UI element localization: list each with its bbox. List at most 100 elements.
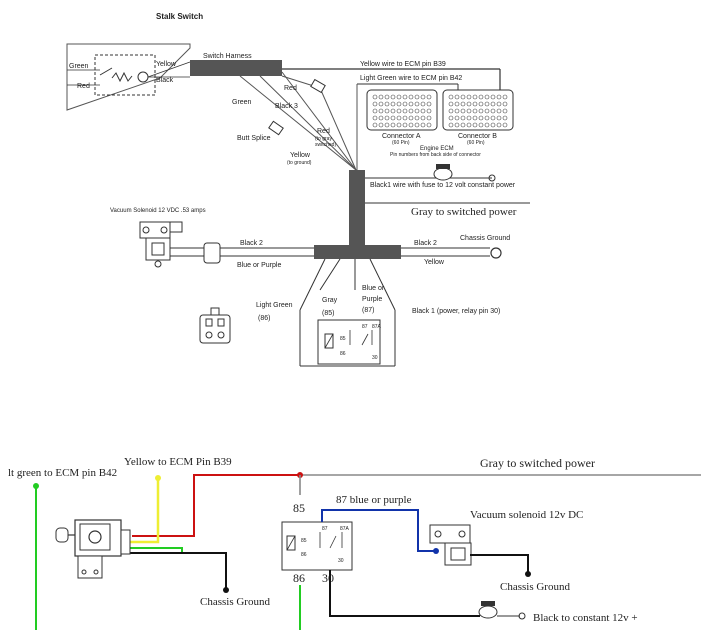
butt-splice-connector	[268, 120, 284, 136]
relay-mini-86: 86	[301, 552, 307, 558]
ground-dot-right	[525, 571, 531, 577]
black2-left-label: Black 2	[240, 240, 263, 247]
light-green-label: Light Green	[256, 302, 293, 309]
lt-green-label: lt green to ECM pin B42	[8, 467, 117, 479]
black1-relay-wire	[369, 258, 396, 311]
yellow-ecm-label: Yellow wire to ECM pin B39	[360, 61, 446, 68]
relay-85-label-lower: 85	[293, 501, 305, 515]
upper-harness-diagram: Stalk Switch Yellow Green Red Black Swit…	[66, 12, 530, 367]
stalk-yellow-label: Yellow	[156, 61, 177, 68]
blue-purple-label-lower: 87 blue or purple	[336, 494, 412, 506]
relay-85-label: 85	[340, 336, 346, 342]
pin-note-label: Pin numbers from back side of connector	[390, 152, 481, 158]
connector-b-label: Connector B	[458, 133, 497, 140]
vacuum-solenoid-lower-icon	[429, 524, 472, 566]
vacuum-solenoid-label: Vacuum Solenoid 12 VDC .53 amps	[110, 208, 206, 214]
green-wire-lower	[130, 547, 183, 553]
red-label: Red	[284, 85, 297, 92]
chassis-ground-label: Chassis Ground	[460, 235, 510, 242]
chassis-ground-right-label: Chassis Ground	[500, 581, 570, 593]
butt-splice-label: Butt Splice	[237, 135, 271, 142]
chassis-ground-left-label: Chassis Ground	[200, 596, 270, 608]
relay-30-label-lower: 30	[322, 571, 334, 585]
blue-purple-label: Blue or Purple	[237, 262, 281, 269]
stalk-green-label: Green	[69, 63, 89, 70]
relay-mini-85: 85	[301, 538, 307, 544]
black2-right-label: Black 2	[414, 240, 437, 247]
gray-switched-label: Gray to switched power	[411, 206, 517, 218]
connector-a-label: Connector A	[382, 133, 421, 140]
gray-relay-wire	[319, 258, 341, 291]
yellow-ground-label: Yellow	[290, 152, 311, 159]
purple-label: Purple	[362, 296, 382, 303]
connector-a-pins: (60 Pin)	[392, 140, 410, 146]
yellow-label: Yellow	[424, 259, 445, 266]
yellow-wire-lower	[130, 480, 160, 544]
relay-lower-icon	[281, 521, 353, 571]
relay-upper-icon	[317, 319, 381, 365]
lower-schematic: Gray to switched power Yellow to ECM Pin…	[8, 456, 701, 630]
ground-dot-left	[223, 587, 229, 593]
relay-87-label: 87	[362, 324, 368, 330]
chassis-ground-ring	[490, 247, 502, 259]
blue-87-wire	[321, 509, 435, 552]
switch-harness-bar	[190, 60, 282, 76]
switch-harness-label: Switch Harness	[203, 53, 252, 60]
black3-label: Black 3	[275, 103, 298, 110]
red-gray-note-2: switched)	[315, 142, 336, 148]
lightgreen-relay-wire	[299, 258, 326, 311]
relay-87a-label: 87A	[372, 324, 382, 330]
stalk-switch-icon	[66, 43, 191, 111]
engine-ecm-label: Engine ECM	[420, 146, 454, 152]
yellow-ecm-label-lower: Yellow to ECM Pin B39	[124, 456, 232, 468]
lt-green-end-dot	[33, 483, 39, 489]
gray-label: Gray	[322, 297, 338, 304]
black-ground-right-wire	[470, 554, 529, 574]
vacuum-solenoid-icon	[139, 221, 183, 268]
lightgreen-ecm-label: Light Green wire to ECM pin B42	[360, 75, 462, 82]
relay-86-label: 86	[340, 351, 346, 357]
red-wire-lower	[132, 474, 300, 537]
black3-wire	[239, 75, 357, 171]
gray-pin: (85)	[322, 310, 334, 317]
solenoid-connector-plug	[203, 242, 221, 264]
stalk-switch-device-icon	[55, 519, 131, 579]
purple-pin: (87)	[362, 307, 374, 314]
relay-mini-87: 87	[322, 526, 328, 532]
stalk-red-label: Red	[77, 83, 90, 90]
ecm-connector-b	[442, 89, 514, 131]
connector-b-pins: (60 Pin)	[467, 140, 485, 146]
red-wire	[281, 71, 357, 171]
main-harness-trunk	[349, 170, 365, 248]
blue-end-dot	[433, 548, 439, 554]
inline-fuse-icon	[433, 164, 496, 182]
blue-or-label: Blue or	[362, 285, 385, 292]
black1-fuse-label: Black1 wire with fuse to 12 volt constan…	[370, 182, 516, 189]
gray-power-label: Gray to switched power	[480, 456, 595, 470]
red-gray-label: Red	[317, 128, 330, 135]
black-constant-wire	[329, 570, 480, 617]
relay-mini-87a: 87A	[340, 526, 350, 532]
green-label: Green	[232, 99, 252, 106]
vacuum-solenoid-label-lower: Vacuum solenoid 12v DC	[470, 509, 583, 521]
inline-fuse-holder	[310, 78, 326, 94]
ecm-connector-a	[366, 89, 438, 131]
black-constant-label: Black to constant 12v +	[533, 612, 638, 624]
lower-harness-bar	[314, 245, 401, 259]
yellow-ground-note: (to ground)	[287, 160, 312, 166]
relay-86-label-lower: 86	[293, 571, 305, 585]
stalk-black-label: Black	[156, 77, 174, 84]
red-branch-wire-2	[319, 87, 357, 171]
green-wire	[259, 75, 357, 171]
light-green-pin: (86)	[258, 315, 270, 322]
black-ground-wire	[130, 552, 227, 590]
relay-mini-30: 30	[338, 558, 344, 564]
yellow-end-dot	[155, 475, 161, 481]
red-gray-note-1: (to gray	[315, 136, 332, 142]
inline-fuse-lower-icon	[478, 601, 526, 620]
black1-power-label: Black 1 (power, relay pin 30)	[412, 308, 500, 315]
relay-socket-icon	[199, 307, 231, 344]
relay-30-label: 30	[372, 355, 378, 361]
stalk-switch-title: Stalk Switch	[156, 12, 203, 21]
